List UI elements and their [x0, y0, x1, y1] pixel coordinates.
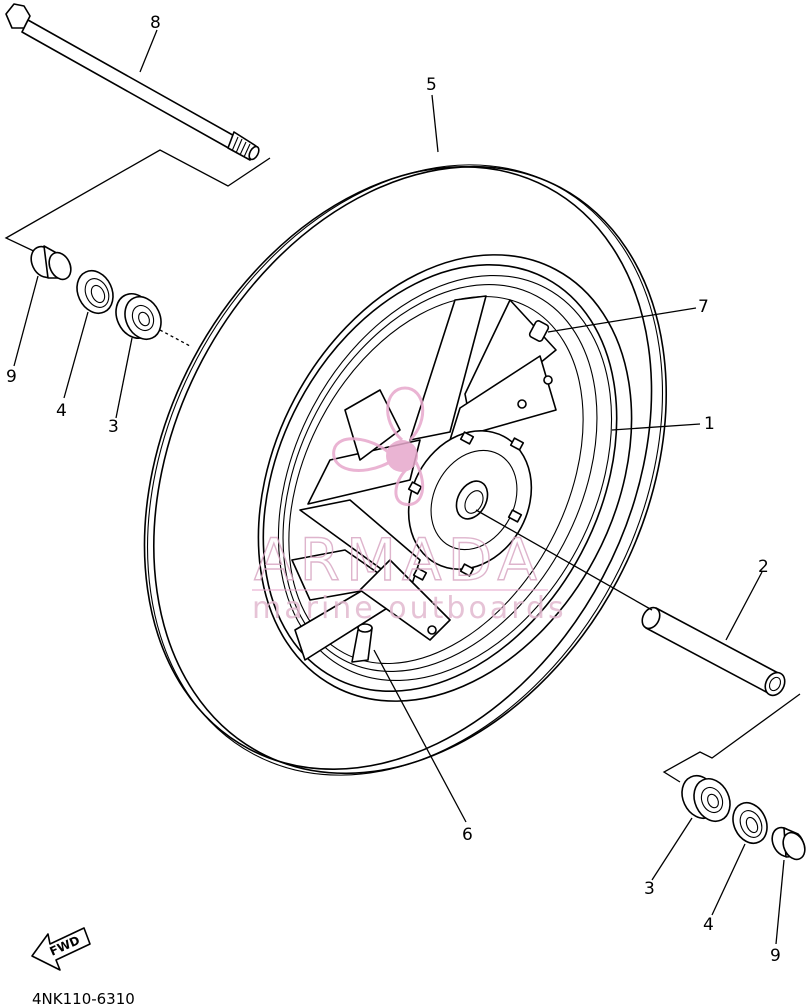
collar-left-9 — [30, 245, 72, 281]
callout-1: 1 — [704, 414, 715, 434]
callout-8: 8 — [150, 13, 161, 33]
cast-wheel-1 — [257, 254, 633, 702]
callout-3-right: 3 — [644, 879, 655, 899]
callout-9-right: 9 — [770, 946, 781, 966]
callout-4-left: 4 — [56, 401, 67, 421]
front-wheel-axle — [5, 3, 260, 161]
armada-watermark: ARMADA marine outboards — [252, 386, 567, 626]
callout-numbers: 8 5 7 1 2 6 9 4 3 3 4 9 — [6, 13, 781, 966]
tire-valve-6 — [351, 623, 373, 663]
callout-leader-lines — [13, 29, 785, 945]
callout-4-right: 4 — [703, 915, 714, 935]
callout-5: 5 — [426, 75, 437, 95]
oil-seal-left-4 — [76, 270, 114, 314]
callout-6: 6 — [462, 825, 473, 845]
assembly-guide-lines-right — [475, 509, 801, 783]
callout-7: 7 — [698, 297, 709, 317]
collar-right-9 — [771, 826, 806, 861]
watermark-subtitle: marine outboards — [252, 591, 567, 626]
callout-3-left: 3 — [108, 417, 119, 437]
collar-right-2 — [641, 606, 786, 697]
balance-weight-7 — [528, 320, 550, 342]
wheel-hub — [407, 375, 553, 635]
tire-5 — [143, 164, 667, 776]
watermark-title: ARMADA — [254, 526, 543, 594]
assembly-guide-lines-left — [4, 149, 271, 347]
bearing-left-3 — [115, 293, 162, 340]
propeller-logo-icon — [332, 386, 425, 507]
callout-2: 2 — [758, 557, 769, 577]
part-catalog-code: 4NK110-6310 — [32, 990, 135, 1006]
callout-9-left: 9 — [6, 367, 17, 387]
forward-direction-arrow: FWD — [31, 927, 91, 971]
bearing-right-3 — [681, 775, 731, 822]
oil-seal-right-4 — [732, 802, 768, 844]
